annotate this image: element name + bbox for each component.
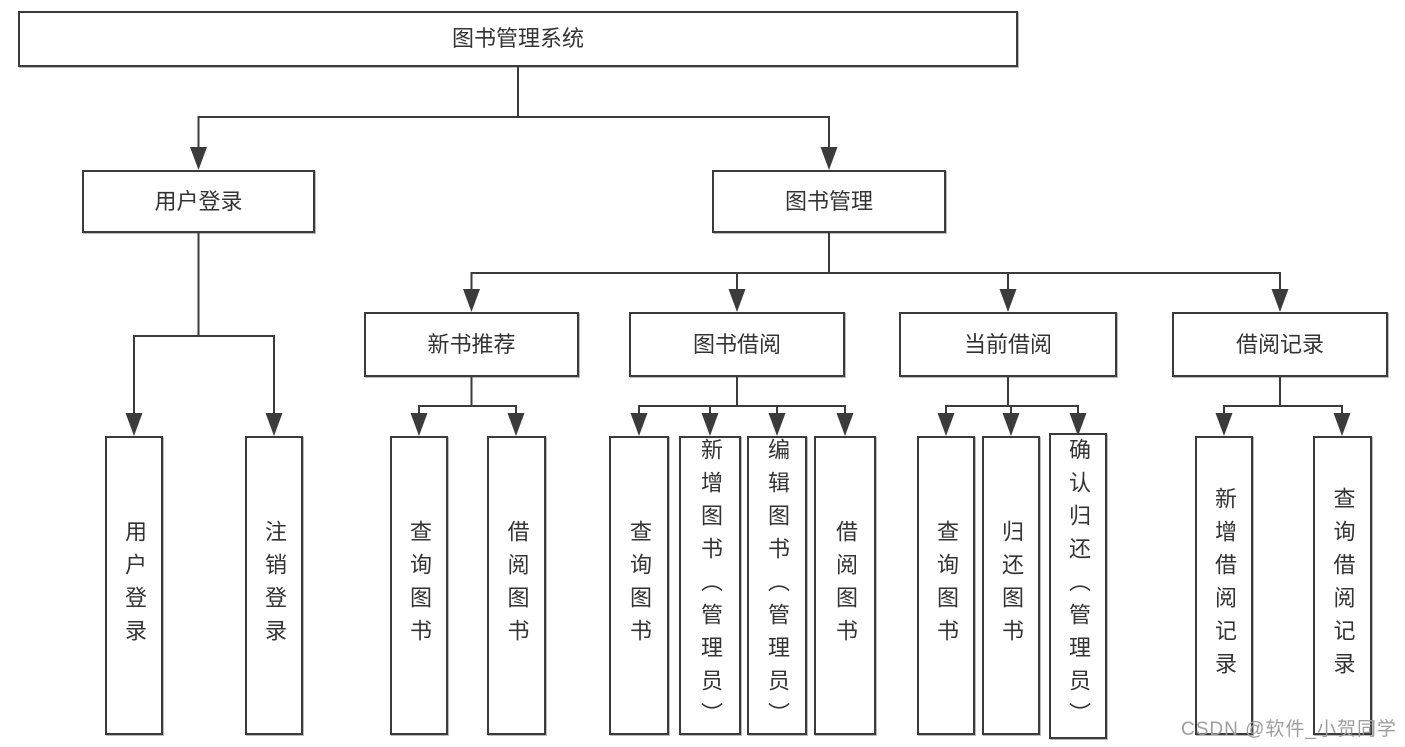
- connector-line: [638, 377, 846, 418]
- arrow-down-icon: [630, 413, 648, 436]
- leaf-br-add-record: 新增借阅记录: [1195, 436, 1253, 735]
- leaf-bb-edit-books-admin: 编辑图书（管理员）: [747, 436, 807, 735]
- leaf-nb-query-books: 查询图书: [390, 436, 448, 735]
- arrow-down-icon: [125, 413, 143, 436]
- arrow-down-icon: [1069, 413, 1087, 436]
- arrow-down-icon: [410, 413, 428, 436]
- arrow-down-icon: [463, 289, 480, 312]
- arrow-down-icon: [1215, 413, 1233, 436]
- arrow-down-icon: [265, 413, 283, 436]
- arrow-down-icon: [728, 289, 746, 312]
- leaf-br-query-record: 查询借阅记录: [1313, 436, 1372, 735]
- node-new-book-rec: 新书推荐: [364, 312, 579, 377]
- connector-line: [197, 67, 830, 152]
- connector-line: [470, 233, 1281, 294]
- arrow-down-icon: [999, 289, 1017, 312]
- node-current-borrow: 当前借阅: [899, 312, 1117, 377]
- arrow-down-icon: [1002, 413, 1020, 436]
- node-user-login: 用户登录: [82, 170, 315, 233]
- node-book-mgmt: 图书管理: [712, 170, 946, 233]
- leaf-cb-return-books: 归还图书: [982, 436, 1040, 735]
- arrow-down-icon: [507, 413, 525, 436]
- arrow-down-icon: [836, 413, 854, 436]
- node-borrow-record: 借阅记录: [1172, 312, 1388, 377]
- arrow-down-icon: [1271, 289, 1289, 312]
- leaf-bb-borrow-books: 借阅图书: [814, 436, 876, 735]
- leaf-bb-add-books-admin: 新增图书（管理员）: [679, 436, 741, 735]
- leaf-nb-borrow-books: 借阅图书: [487, 436, 546, 735]
- leaf-cb-query-books: 查询图书: [917, 436, 975, 735]
- watermark: CSDN @软件_小贺同学: [1181, 719, 1397, 740]
- arrow-down-icon: [768, 413, 786, 436]
- connector-line: [133, 233, 275, 418]
- node-root: 图书管理系统: [18, 11, 1018, 67]
- arrow-down-icon: [1333, 413, 1351, 436]
- connector-line: [418, 377, 517, 418]
- arrow-down-icon: [701, 413, 719, 436]
- arrow-down-icon: [190, 147, 207, 170]
- arrow-down-icon: [937, 413, 955, 436]
- arrow-down-icon: [820, 147, 838, 170]
- leaf-user-login: 用户登录: [105, 436, 163, 735]
- leaf-bb-query-books: 查询图书: [609, 436, 669, 735]
- leaf-logout: 注销登录: [245, 436, 303, 735]
- leaf-cb-confirm-return-admin: 确认归还（管理员）: [1049, 433, 1107, 739]
- connector-line: [1223, 377, 1343, 418]
- connector-line: [945, 377, 1079, 418]
- node-book-borrow: 图书借阅: [629, 312, 845, 377]
